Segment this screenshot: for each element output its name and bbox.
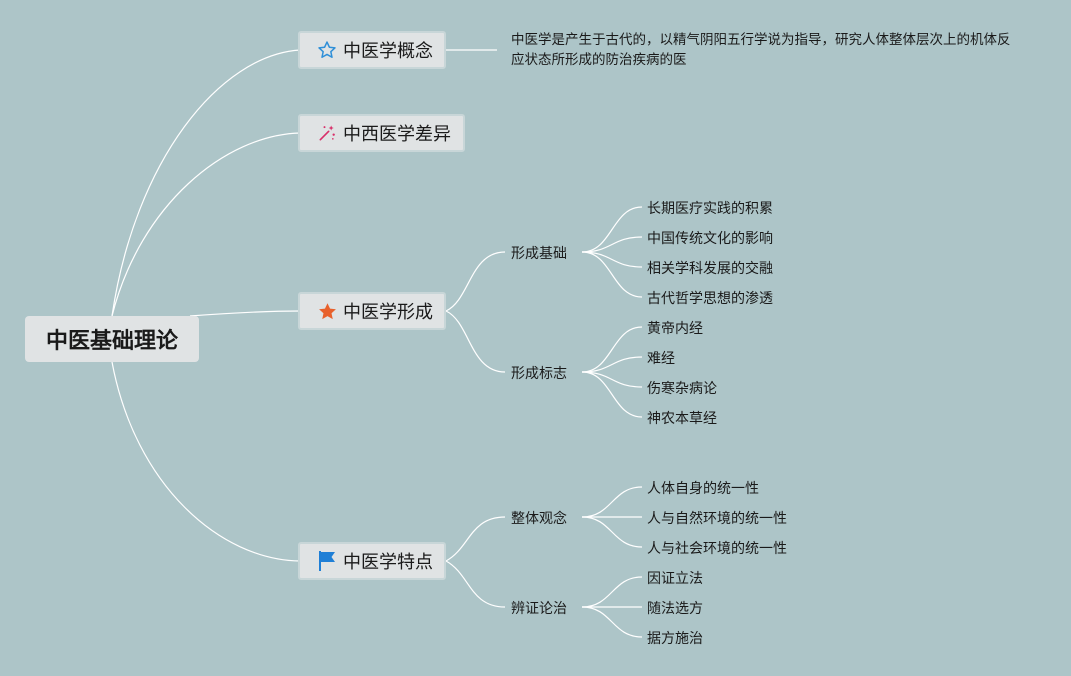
link-root-concept [111,49,301,317]
leaf-item[interactable]: 难经 [647,351,675,367]
leaf-item[interactable]: 人与自然环境的统一性 [647,511,787,527]
link-formation-g1 [445,251,506,312]
link-formation-g2 [445,310,506,373]
leaf-item[interactable]: 相关学科发展的交融 [647,261,773,277]
leaf-item[interactable]: 据方施治 [647,631,703,647]
leaf-item[interactable]: 古代哲学思想的渗透 [647,291,773,307]
link-root-features [111,361,301,562]
leaf-item[interactable]: 因证立法 [647,571,703,587]
star-filled-icon [316,300,338,322]
sparkle-wand-icon [316,122,338,144]
leaf-item[interactable]: 中国传统文化的影响 [647,231,773,247]
leaf-item[interactable]: 随法选方 [647,601,703,617]
topic-features[interactable]: 中医学特点 [298,542,446,580]
star-outline-icon [316,39,338,61]
topic-concept[interactable]: 中医学概念 [298,31,446,69]
subtopic-syndrome-treatment[interactable]: 辨证论治 [511,601,567,617]
topic-formation[interactable]: 中医学形成 [298,292,446,330]
topic-formation-label: 中医学形成 [343,302,433,323]
link-features-g1 [445,516,506,562]
subtopic-holistic-concept[interactable]: 整体观念 [511,511,567,527]
root-topic[interactable]: 中医基础理论 [25,316,199,362]
subtopic-formation-marks[interactable]: 形成标志 [511,366,567,382]
leaf-item[interactable]: 人与社会环境的统一性 [647,541,787,557]
subtopic-formation-basis[interactable]: 形成基础 [511,246,567,262]
concept-note: 中医学是产生于古代的，以精气阴阳五行学说为指导，研究人体整体层次上的机体反应状态… [511,32,1011,68]
leaf-item[interactable]: 长期医疗实践的积累 [647,201,773,217]
leaf-item[interactable]: 人体自身的统一性 [647,481,759,497]
link-features-g2 [445,560,506,608]
leaf-item[interactable]: 神农本草经 [647,411,717,427]
topic-features-label: 中医学特点 [343,552,433,573]
leaf-item[interactable]: 伤寒杂病论 [647,381,717,397]
leaf-item[interactable]: 黄帝内经 [647,321,703,337]
topic-difference[interactable]: 中西医学差异 [298,114,465,152]
topic-concept-label: 中医学概念 [343,41,433,62]
topic-difference-label: 中西医学差异 [343,124,451,145]
flag-icon [316,550,338,572]
link-root-difference [111,132,301,317]
link-root-formation [189,310,301,317]
